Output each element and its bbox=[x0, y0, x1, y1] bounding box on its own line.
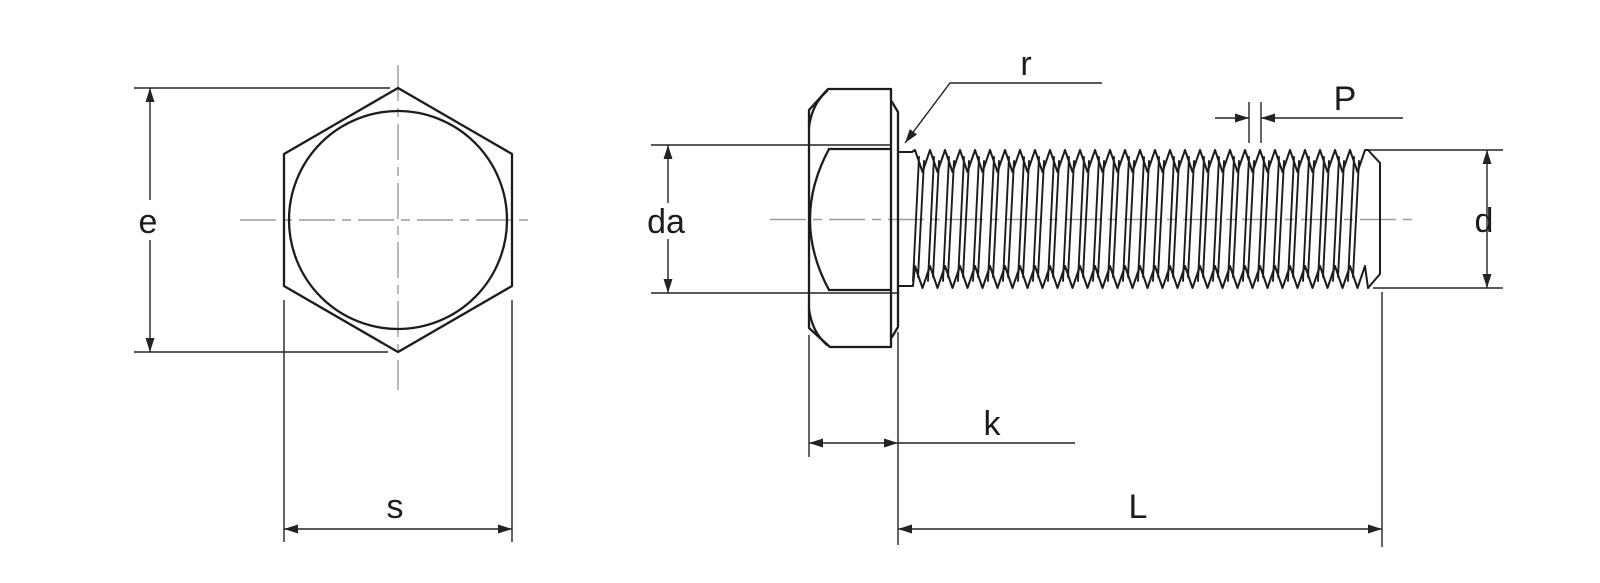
facet-arc-middle bbox=[808, 147, 831, 292]
arrowhead-right bbox=[1368, 524, 1382, 534]
facet-arc-top bbox=[807, 89, 829, 129]
chamfer-circle bbox=[287, 109, 509, 331]
arrowhead-down bbox=[145, 338, 155, 352]
dimension-l: L bbox=[898, 292, 1383, 547]
dim-label-e: e bbox=[139, 203, 158, 241]
arrowhead-left bbox=[809, 438, 823, 448]
threaded-shank bbox=[897, 149, 1381, 289]
dimension-k: k bbox=[808, 332, 1075, 545]
arrowhead-up bbox=[663, 145, 673, 159]
arrowhead-left bbox=[284, 524, 298, 534]
label-mask bbox=[648, 203, 686, 239]
arrowhead-right bbox=[884, 438, 898, 448]
dim-label-p: P bbox=[1334, 80, 1357, 118]
arrowhead-up bbox=[145, 88, 155, 102]
arrowhead-up bbox=[1482, 150, 1492, 164]
arrowhead-down bbox=[663, 279, 673, 293]
label-mask bbox=[133, 200, 164, 240]
thread-end-chamfer bbox=[1367, 149, 1381, 289]
dimension-s: s bbox=[283, 300, 513, 542]
dim-label-l: L bbox=[1129, 488, 1148, 526]
dimension-da: da bbox=[647, 144, 898, 294]
dim-label-da: da bbox=[647, 203, 685, 241]
dimension-e: e bbox=[133, 87, 390, 353]
arrowhead-left bbox=[1261, 113, 1275, 123]
bolt-side-view: da r P d bbox=[647, 45, 1503, 547]
dim-label-s: s bbox=[387, 488, 404, 526]
dim-label-k: k bbox=[984, 405, 1002, 443]
arrowhead-leader bbox=[905, 129, 917, 143]
arrowhead-left bbox=[898, 524, 912, 534]
thread-crest-bottom bbox=[897, 265, 1369, 289]
hexagon-outline bbox=[282, 86, 514, 354]
leader-line bbox=[904, 82, 1102, 144]
dim-label-d: d bbox=[1475, 202, 1494, 240]
arrowhead-down bbox=[1482, 274, 1492, 288]
hex-head-end-view: e s bbox=[133, 65, 535, 542]
arrowhead-right bbox=[1235, 113, 1249, 123]
dimension-p: P bbox=[1215, 80, 1403, 143]
dimension-d: d bbox=[1368, 149, 1503, 289]
washer-face bbox=[890, 100, 900, 339]
leader-r: r bbox=[904, 45, 1102, 144]
arrowhead-right bbox=[498, 524, 512, 534]
hex-head-outline bbox=[807, 87, 893, 349]
thread-flank-lines bbox=[912, 156, 1360, 282]
facet-arc-bottom bbox=[807, 307, 829, 347]
dim-label-r: r bbox=[1020, 45, 1031, 83]
